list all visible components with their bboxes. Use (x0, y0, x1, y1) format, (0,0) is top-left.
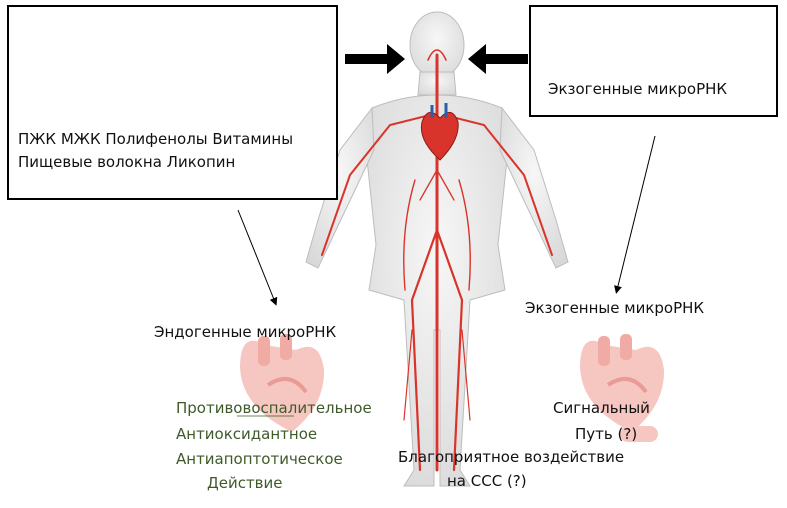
box-left-line1: ПЖК МЖК Полифенолы Витамины (18, 130, 294, 148)
signal-pathway-line2: Путь (?) (575, 425, 638, 443)
effect-action: Действие (207, 474, 283, 492)
effect-antiapoptotic: Антиапоптотическое (176, 450, 343, 468)
left-heart-icon (240, 334, 325, 432)
effect-antioxidant: Антиоксидантное (176, 425, 318, 443)
exogenous-mirna-label: Экзогенные микроРНК (525, 299, 705, 317)
endogenous-mirna-label: Эндогенные микроРНК (154, 323, 337, 341)
box-right-label: Экзогенные микроРНК (548, 80, 728, 98)
body-heart-icon (420, 103, 459, 161)
signal-pathway-line1: Сигнальный (553, 399, 650, 417)
arrow-left-to-body (345, 44, 405, 74)
dietary-components-box: ПЖК МЖК Полифенолы Витамины Пищевые воло… (7, 5, 338, 200)
exogenous-source-box: Экзогенные микроРНК (529, 5, 778, 117)
arrow-to-exogenous (614, 135, 656, 294)
right-heart-icon (580, 334, 665, 442)
box-left-line2: Пищевые волокна Ликопин (18, 153, 236, 171)
cvs-effect-line2: на ССС (?) (447, 472, 527, 490)
effect-antiinflammatory: Противовоспалительное (176, 399, 372, 417)
arrow-to-endogenous (237, 209, 278, 306)
cvs-effect-line1: Благоприятное воздействие (398, 448, 625, 466)
arrow-right-to-body (468, 44, 528, 74)
